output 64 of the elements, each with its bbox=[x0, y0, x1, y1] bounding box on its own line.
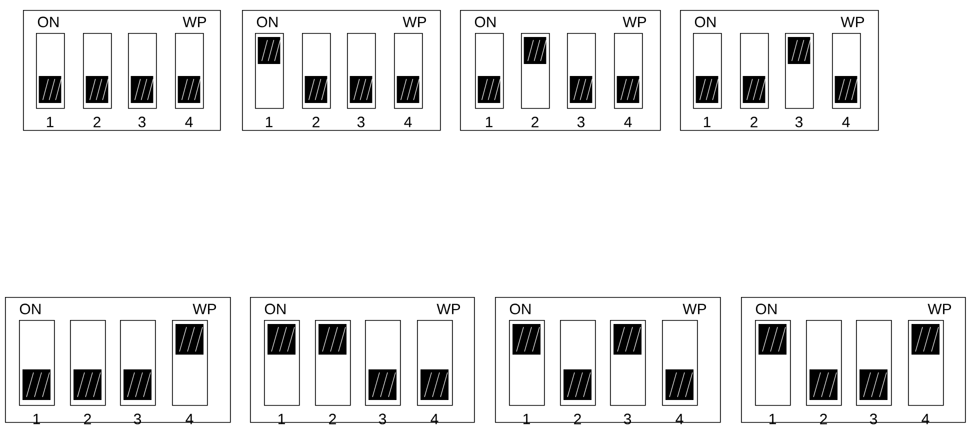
switch-number: 3 bbox=[138, 116, 146, 128]
switch-slot bbox=[785, 33, 814, 109]
switch-number: 1 bbox=[266, 116, 272, 128]
switch-number: 1 bbox=[769, 414, 776, 424]
switch-number: 3 bbox=[357, 116, 365, 128]
switch-slot bbox=[832, 33, 861, 109]
switch-slot bbox=[175, 33, 204, 109]
switch-number: 3 bbox=[134, 414, 142, 424]
switch-slot bbox=[560, 320, 596, 406]
switch-number: 1 bbox=[33, 414, 40, 424]
switch-number: 3 bbox=[624, 414, 632, 424]
switch-slot bbox=[70, 320, 106, 406]
switch-number: 2 bbox=[750, 116, 758, 128]
switch-slot bbox=[172, 320, 208, 406]
switch-number: 1 bbox=[523, 414, 530, 424]
switch-number: 2 bbox=[820, 414, 827, 424]
switch-slot bbox=[509, 320, 545, 406]
switch-number: 4 bbox=[430, 414, 438, 424]
switch-number: 1 bbox=[704, 116, 710, 128]
switch-slot bbox=[302, 33, 331, 109]
switch-slot bbox=[394, 33, 423, 109]
switch-slot bbox=[908, 320, 944, 406]
switch-number: 4 bbox=[624, 116, 632, 128]
switch-number: 2 bbox=[329, 414, 336, 424]
switch-slot bbox=[264, 320, 300, 406]
switch-number: 3 bbox=[795, 116, 803, 128]
switch-number: 1 bbox=[278, 414, 285, 424]
switch-slot bbox=[662, 320, 698, 406]
switch-slot bbox=[347, 33, 376, 109]
switch-slot bbox=[755, 320, 791, 406]
switch-slot bbox=[36, 33, 65, 109]
switch-number: 3 bbox=[870, 414, 878, 424]
switch-slot bbox=[19, 320, 55, 406]
switch-number: 1 bbox=[486, 116, 492, 128]
switch-number: 4 bbox=[842, 116, 850, 128]
switch-slot bbox=[315, 320, 351, 406]
switch-slot bbox=[521, 33, 550, 109]
switch-slot bbox=[365, 320, 401, 406]
switch-number: 4 bbox=[404, 116, 412, 128]
switch-slot bbox=[610, 320, 646, 406]
switch-number: 1 bbox=[46, 116, 54, 128]
switch-slot bbox=[128, 33, 157, 109]
switch-number: 2 bbox=[312, 116, 320, 128]
switch-slot bbox=[693, 33, 722, 109]
switch-slot bbox=[255, 33, 284, 109]
switch-slot bbox=[475, 33, 504, 109]
switch-number: 4 bbox=[185, 116, 193, 128]
switch-number: 3 bbox=[577, 116, 585, 128]
switch-number: 3 bbox=[378, 414, 386, 424]
switch-number: 2 bbox=[94, 116, 100, 128]
switch-number: 4 bbox=[186, 414, 194, 424]
switch-slot bbox=[856, 320, 892, 406]
switch-slot bbox=[740, 33, 769, 109]
switch-number: 4 bbox=[676, 414, 684, 424]
switch-slot bbox=[83, 33, 112, 109]
switch-number: 4 bbox=[922, 414, 930, 424]
switch-number: 2 bbox=[84, 414, 91, 424]
switch-slot bbox=[614, 33, 643, 109]
switch-number: 2 bbox=[574, 414, 581, 424]
switch-slot bbox=[417, 320, 453, 406]
switch-slot bbox=[806, 320, 842, 406]
switch-slot bbox=[120, 320, 156, 406]
switch-slot bbox=[567, 33, 596, 109]
switch-number: 2 bbox=[532, 116, 538, 128]
